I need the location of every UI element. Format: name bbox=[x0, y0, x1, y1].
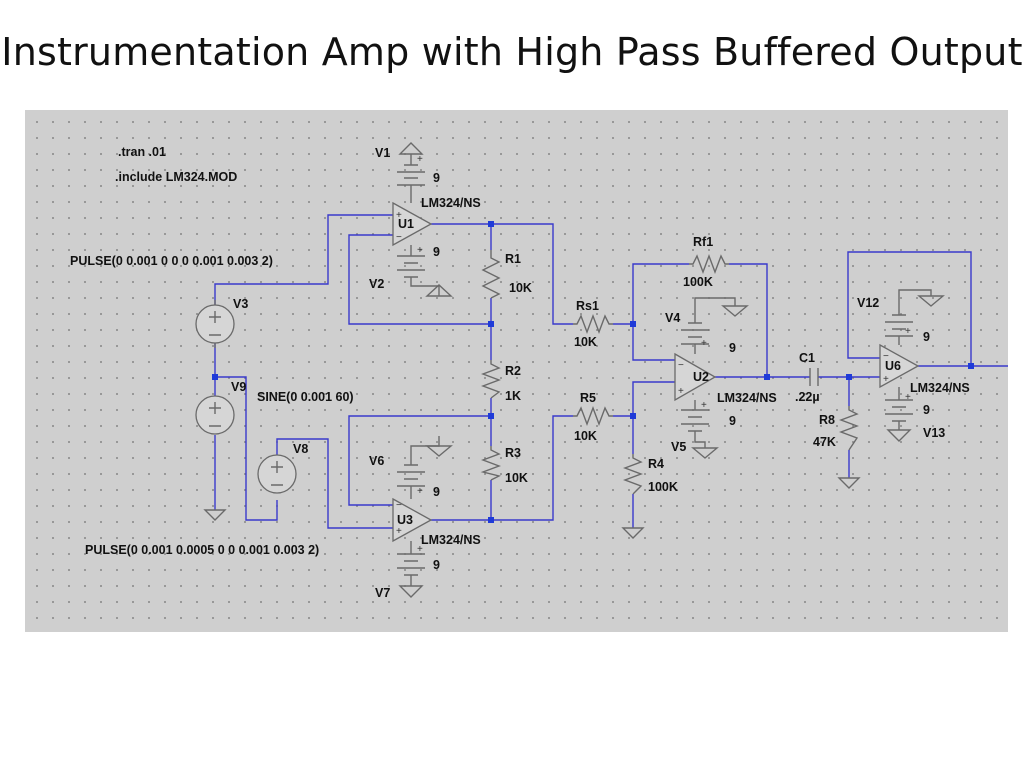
svg-text:+: + bbox=[396, 526, 402, 537]
U1-label: U1 bbox=[398, 217, 414, 231]
V1-label: V1 bbox=[375, 146, 390, 160]
svg-text:+: + bbox=[905, 326, 911, 337]
source-V8[interactable]: V8 PULSE(0 0.001 0.0005 0 0 0.001 0.003 … bbox=[85, 442, 319, 557]
schematic-svg: R1 10K R2 1K R3 10K Rs1 10K R5 10K Rf1 1… bbox=[70, 142, 1008, 600]
V3-spec: PULSE(0 0.001 0 0 0 0.001 0.003 2) bbox=[70, 254, 273, 268]
V8-spec: PULSE(0 0.001 0.0005 0 0 0.001 0.003 2) bbox=[85, 543, 319, 557]
svg-text:+: + bbox=[417, 486, 423, 497]
R8-value: 47K bbox=[813, 435, 836, 449]
battery-V2[interactable]: + V2 9 bbox=[369, 245, 453, 297]
R3-label: R3 bbox=[505, 446, 521, 460]
resistor-R5[interactable]: R5 10K bbox=[573, 391, 613, 443]
svg-text:+: + bbox=[417, 544, 423, 555]
svg-text:+: + bbox=[701, 400, 707, 411]
svg-text:+: + bbox=[701, 338, 707, 349]
battery-V5[interactable]: + V5 9 bbox=[671, 400, 736, 459]
V7-value: 9 bbox=[433, 558, 440, 572]
V8-label: V8 bbox=[293, 442, 308, 456]
V2-label: V2 bbox=[369, 277, 384, 291]
svg-text:−: − bbox=[678, 360, 684, 371]
V5-label: V5 bbox=[671, 440, 686, 454]
R8-label: R8 bbox=[819, 413, 835, 427]
Rf1-label: Rf1 bbox=[693, 235, 713, 249]
C1-label: C1 bbox=[799, 351, 815, 365]
schematic-canvas[interactable]: R1 10K R2 1K R3 10K Rs1 10K R5 10K Rf1 1… bbox=[25, 110, 1008, 632]
battery-V12[interactable]: + V12 9 bbox=[857, 289, 945, 344]
V9-spec: SINE(0 0.001 60) bbox=[257, 390, 354, 404]
resistor-Rs1[interactable]: Rs1 10K bbox=[573, 299, 613, 349]
V12-label: V12 bbox=[857, 296, 879, 310]
tran-directive: .tran .01 bbox=[118, 145, 166, 159]
slide-title: Instrumentation Amp with High Pass Buffe… bbox=[1, 30, 1023, 74]
opamp-U2[interactable]: − + U2 LM324/NS bbox=[674, 348, 777, 406]
battery-V13[interactable]: + 9 V13 bbox=[885, 392, 945, 442]
R4-label: R4 bbox=[648, 457, 664, 471]
U6-model: LM324/NS bbox=[910, 381, 970, 395]
source-V3[interactable]: V3 PULSE(0 0.001 0 0 0 0.001 0.003 2) bbox=[70, 254, 273, 348]
V13-label: V13 bbox=[923, 426, 945, 440]
resistor-R8[interactable]: R8 47K bbox=[813, 406, 859, 451]
R2-value: 1K bbox=[505, 389, 521, 403]
include-directive: .include LM324.MOD bbox=[115, 170, 237, 184]
battery-V1[interactable]: + V1 9 bbox=[375, 142, 440, 190]
opamp-U6[interactable]: − + U6 LM324/NS bbox=[879, 339, 970, 395]
R1-value: 10K bbox=[509, 281, 532, 295]
V6-value: 9 bbox=[433, 485, 440, 499]
resistor-R3[interactable]: R3 10K bbox=[480, 446, 528, 485]
U2-label: U2 bbox=[693, 370, 709, 384]
svg-text:+: + bbox=[417, 245, 423, 256]
V13-value: 9 bbox=[923, 403, 930, 417]
V9-label: V9 bbox=[231, 380, 246, 394]
svg-text:+: + bbox=[396, 210, 402, 221]
svg-text:−: − bbox=[883, 351, 889, 362]
V6-label: V6 bbox=[369, 454, 384, 468]
opamp-U3[interactable]: − + U3 LM324/NS bbox=[392, 492, 481, 550]
svg-text:+: + bbox=[678, 386, 684, 397]
U3-model: LM324/NS bbox=[421, 533, 481, 547]
R1-label: R1 bbox=[505, 252, 521, 266]
junctions bbox=[212, 221, 974, 523]
U1-model: LM324/NS bbox=[421, 196, 481, 210]
Rs1-label: Rs1 bbox=[576, 299, 599, 313]
V4-label: V4 bbox=[665, 311, 680, 325]
svg-text:+: + bbox=[883, 374, 889, 385]
battery-V4[interactable]: + V4 9 bbox=[665, 297, 749, 355]
R5-value: 10K bbox=[574, 429, 597, 443]
resistor-Rf1[interactable]: Rf1 100K bbox=[683, 235, 729, 289]
svg-text:+: + bbox=[905, 392, 911, 403]
U6-label: U6 bbox=[885, 359, 901, 373]
resistor-R4[interactable]: R4 100K bbox=[623, 454, 678, 495]
opamp-U1[interactable]: + − U1 LM324/NS bbox=[392, 190, 481, 252]
Rs1-value: 10K bbox=[574, 335, 597, 349]
source-V9[interactable]: V9 SINE(0 0.001 60) bbox=[195, 380, 354, 435]
resistor-R1[interactable]: R1 10K bbox=[481, 250, 532, 299]
V2-value: 9 bbox=[433, 245, 440, 259]
C1-value: .22µ bbox=[795, 390, 820, 404]
battery-V7[interactable]: + V7 9 bbox=[375, 544, 440, 600]
battery-V6[interactable]: + V6 9 bbox=[369, 436, 453, 499]
capacitor-C1[interactable]: C1 .22µ bbox=[795, 351, 820, 404]
U2-model: LM324/NS bbox=[717, 391, 777, 405]
V7-label: V7 bbox=[375, 586, 390, 600]
V12-value: 9 bbox=[923, 330, 930, 344]
svg-text:+: + bbox=[417, 154, 423, 165]
V3-label: V3 bbox=[233, 297, 248, 311]
U3-label: U3 bbox=[397, 513, 413, 527]
ground-symbols bbox=[203, 477, 861, 539]
R5-label: R5 bbox=[580, 391, 596, 405]
V1-value: 9 bbox=[433, 171, 440, 185]
V4-value: 9 bbox=[729, 341, 736, 355]
resistor-R2[interactable]: R2 1K bbox=[481, 360, 521, 403]
V5-value: 9 bbox=[729, 414, 736, 428]
R4-value: 100K bbox=[648, 480, 678, 494]
R3-value: 10K bbox=[505, 471, 528, 485]
svg-text:−: − bbox=[396, 232, 402, 243]
R2-label: R2 bbox=[505, 364, 521, 378]
Rf1-value: 100K bbox=[683, 275, 713, 289]
svg-text:−: − bbox=[396, 500, 402, 511]
wires bbox=[214, 214, 1008, 529]
